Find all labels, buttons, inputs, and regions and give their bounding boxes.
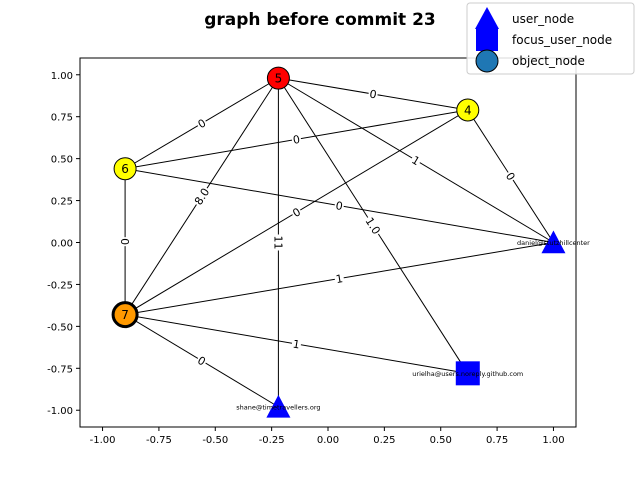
edge-label-group: 1: [333, 271, 345, 287]
legend-label: focus_user_node: [512, 33, 612, 47]
legend-box: [466, 2, 635, 75]
plot-area: [79, 57, 577, 428]
y-axis: 1.00 0.75 0.50 0.25 0.00 -0.25 -0.50 -0.75 -1.00: [47, 71, 80, 417]
x-tick-label: 1.00: [542, 435, 564, 446]
chart-title: graph before commit 23: [204, 10, 436, 30]
object-node-5: [266, 66, 290, 90]
y-tick-label: 0.00: [51, 239, 73, 250]
node-label: 5: [275, 72, 283, 86]
edge-label: 1: [292, 337, 301, 351]
edge-label: 0: [335, 199, 344, 213]
edge-label-group: 0: [367, 87, 379, 102]
x-tick-label: 0.75: [486, 435, 508, 446]
edge-label-bg: [271, 234, 285, 251]
edge-label-bg: [194, 353, 209, 370]
edge-label-bg: [367, 87, 379, 102]
edge-label-bg: [191, 184, 213, 209]
x-tick-label: -0.50: [202, 435, 228, 446]
edge-label-bg: [408, 152, 423, 169]
x-tick-label: 0.50: [430, 435, 452, 446]
edge-label-bg: [118, 237, 132, 247]
edge-label-bg: [194, 115, 210, 132]
edge-label-group: 1: [290, 337, 302, 352]
x-tick-label: -1.00: [90, 435, 116, 446]
edge-label: 1: [335, 272, 344, 286]
edge-label-bg: [361, 214, 384, 238]
legend-label: user_node: [512, 12, 574, 26]
x-axis: -1.00 -0.75 -0.50 -0.25 0.00 0.25 0.50 0.75 1.00: [90, 427, 565, 446]
edge-label: 11: [271, 236, 284, 250]
focus-user-node-urielha: [455, 361, 480, 386]
y-tick-label: 0.25: [51, 197, 73, 208]
node-label: 7: [121, 308, 129, 322]
edge-label-bg: [290, 132, 303, 148]
user-node-daniel: [541, 230, 566, 254]
legend-label: object_node: [512, 54, 585, 68]
edge-label-bg: [289, 204, 304, 221]
y-tick-label: -1.00: [47, 406, 73, 417]
legend-marker-triangle: [475, 7, 499, 29]
edge-label-bg: [502, 169, 519, 184]
object-node-4: [456, 98, 480, 122]
node-label: urielha@users.noreply.github.com: [412, 370, 523, 378]
nodes: 5 4 6 7 daniel@stutzhillcenter urielha@users.…: [111, 66, 590, 418]
y-tick-label: 0.50: [51, 155, 73, 166]
object-node-7: [111, 301, 139, 329]
node-label: 6: [121, 162, 129, 176]
user-node-shane: [266, 394, 291, 418]
node-label: 4: [464, 103, 472, 117]
x-tick-label: -0.75: [146, 435, 172, 446]
legend-marker-circle: [475, 49, 499, 73]
node-label: daniel@stutzhillcenter: [517, 239, 590, 247]
y-tick-label: 0.75: [51, 113, 73, 124]
legend: user_node focus_user_node object_node: [466, 2, 635, 75]
edge-label-bg: [333, 198, 345, 214]
x-tick-label: -0.25: [259, 435, 285, 446]
y-tick-label: -0.25: [47, 280, 73, 291]
x-tick-label: 0.25: [373, 435, 395, 446]
y-tick-label: -0.50: [47, 322, 73, 333]
edge-label: 0: [292, 133, 301, 147]
legend-marker-square: [476, 29, 498, 51]
edge-label: 0: [368, 88, 377, 102]
y-tick-label: 1.00: [51, 71, 73, 82]
edge-label-bg: [333, 271, 345, 287]
node-label: shane@timetravellers.org: [236, 403, 320, 411]
x-tick-label: 0.00: [317, 435, 339, 446]
edge-label-group: 11: [271, 234, 285, 251]
edge-label: 0: [118, 238, 131, 245]
edge-label-bg: [290, 337, 302, 352]
edge-label-group: 0: [290, 132, 303, 148]
edge-label-group: 0: [333, 198, 345, 214]
object-node-6: [113, 157, 137, 181]
y-tick-label: -0.75: [47, 364, 73, 375]
edge-label-group: 0: [118, 237, 132, 247]
